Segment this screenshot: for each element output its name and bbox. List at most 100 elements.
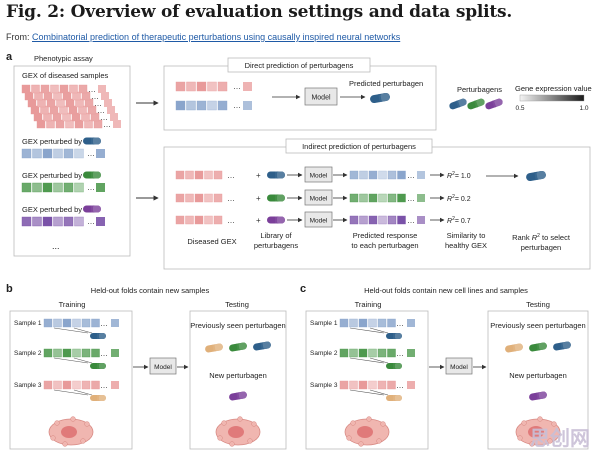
gex-cell (63, 216, 74, 227)
diseased-ellipsis: … (88, 85, 96, 94)
cell-protrusion (380, 421, 386, 427)
gex-cell (111, 349, 119, 357)
cell-protrusion (376, 438, 382, 444)
indirect-model-box (304, 166, 333, 183)
cell-protrusion (84, 421, 90, 427)
gex-cell (213, 193, 223, 203)
gex-cell (175, 170, 185, 180)
gex-cell (96, 183, 105, 192)
gex-cell (175, 215, 185, 225)
source-link[interactable]: Combinatorial prediction of therapeutic … (32, 32, 401, 42)
ellipsis-mark: … (100, 381, 108, 390)
connector-line (349, 327, 385, 334)
gex-cell (72, 380, 81, 390)
connector-line (369, 357, 389, 364)
pill-seam (91, 205, 93, 213)
indirect-title-bg (285, 138, 433, 154)
gex-cell (185, 215, 194, 225)
gex-cell (387, 380, 396, 390)
gex-cell (74, 148, 84, 159)
connector-line (349, 389, 385, 396)
gex-cell (107, 106, 115, 114)
seen-pill (205, 343, 223, 353)
pill-seam (91, 137, 93, 145)
pill-seam (536, 343, 540, 351)
predicted-perturbagen-pill (370, 92, 390, 104)
gex-cell (43, 348, 53, 358)
library-pill (267, 171, 285, 179)
gex-cell (81, 380, 91, 390)
pill-seam (91, 171, 93, 179)
gex-cell (359, 215, 368, 225)
gex-cell (62, 348, 72, 358)
panel-c-training-box (305, 310, 429, 450)
panel-c-testing-content (505, 341, 571, 447)
connector-line (73, 389, 93, 396)
gex-cell (50, 84, 59, 94)
cell-nucleus (228, 426, 244, 438)
panel-b-heading: Held-out folds contain new samples (91, 286, 210, 295)
cell-protrusion (547, 438, 553, 444)
gex-cell (207, 81, 217, 92)
gex-cell (32, 148, 42, 159)
diseased-gex-row (36, 119, 103, 129)
pill-half (98, 395, 106, 401)
sample-gex-row (43, 318, 100, 328)
gex-cell (186, 81, 196, 92)
sample-label: Sample 1 (14, 320, 42, 327)
ellipsis-mark: … (396, 381, 404, 390)
direct-model-label: Model (311, 95, 331, 102)
pill-seam (455, 100, 461, 108)
perturbagen-pill (526, 170, 546, 182)
r2-value-3: R2= 0.7 (447, 216, 471, 225)
connector-line (53, 389, 89, 396)
pill-half (537, 391, 547, 399)
training-pill (386, 363, 402, 369)
gex-cell (194, 215, 204, 225)
pill-half (561, 341, 571, 349)
panel-c-new-perturbagen: New perturbagen (509, 371, 567, 380)
diseased-gex-stack: ……………… (21, 84, 121, 129)
gex-cell (32, 182, 42, 193)
gex-cell (349, 193, 359, 203)
indirect-model-label: Model (310, 173, 328, 180)
gex-cell (368, 380, 377, 390)
gex-cell (407, 319, 415, 327)
gex-cell (63, 182, 74, 193)
perturbed-row-ellipsis: … (87, 149, 95, 158)
gex-cell (377, 348, 387, 358)
pill-seam (534, 171, 538, 181)
gex-cell (175, 100, 186, 111)
pill-half (379, 92, 390, 102)
panel-c-testing: Testing (526, 300, 550, 309)
pill-half (535, 170, 546, 180)
direct-prediction-box (163, 65, 437, 131)
ellipsis-mark: … (233, 82, 241, 91)
cell-protrusion (247, 438, 253, 444)
diseased-gex-row (21, 84, 88, 94)
gex-cell (69, 84, 78, 94)
pill-half (394, 333, 402, 339)
pill-half (276, 216, 285, 224)
diseased-ellipsis: … (100, 113, 108, 122)
pill-half (394, 363, 402, 369)
pill-seam (236, 343, 240, 351)
perturbagens-legend-label: Perturbagens (457, 85, 502, 94)
training-pill (90, 333, 106, 339)
panel-b-testing-content (205, 341, 271, 447)
pill-half (276, 194, 285, 202)
pill-half (98, 333, 106, 339)
gex-cell (358, 380, 368, 390)
seen-pill (529, 342, 547, 352)
ellipsis-mark: … (396, 349, 404, 358)
cell-protrusion (80, 438, 86, 444)
seen-pill (229, 342, 247, 352)
pill-seam (275, 194, 277, 202)
source-line: From: Combinatorial prediction of therap… (6, 32, 400, 42)
diseased-ellipsis: … (103, 120, 111, 129)
pill-half (98, 363, 106, 369)
perturbagen-pill (449, 98, 467, 110)
phenotypic-assay-box (13, 65, 131, 257)
predicted-response-row (349, 170, 406, 180)
library-caption-1: Library of (260, 231, 292, 240)
